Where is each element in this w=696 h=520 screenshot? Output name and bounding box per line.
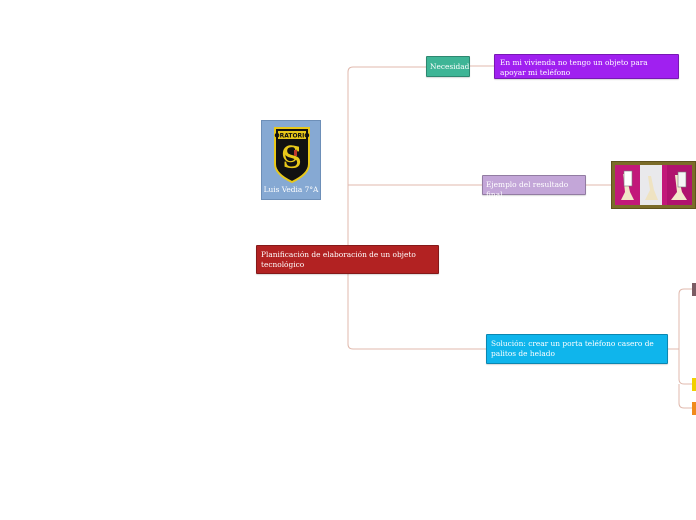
branch-need-detail[interactable]: En mi vivienda no tengo un objeto para a… xyxy=(494,54,679,79)
branch-solution[interactable]: Solución: crear un porta teléfono casero… xyxy=(486,334,668,364)
sub-node-3[interactable] xyxy=(692,402,696,415)
logo-text: ORATORIO xyxy=(274,133,309,140)
phone-stand-photo[interactable] xyxy=(611,161,696,209)
sub-node-1[interactable] xyxy=(692,283,696,296)
connector-trunk xyxy=(347,66,426,245)
central-topic[interactable]: Planificación de elaboración de un objet… xyxy=(256,245,439,274)
author-node[interactable]: ORATORIO S C Luis Vedia 7°A xyxy=(261,120,321,200)
svg-text:S: S xyxy=(282,141,303,176)
svg-text:C: C xyxy=(282,143,299,168)
sub-node-2[interactable] xyxy=(692,378,696,391)
connector-solution xyxy=(347,274,486,350)
branch-example[interactable]: Ejemplo del resultado final xyxy=(482,175,586,199)
author-caption: Luis Vedia 7°A xyxy=(263,185,319,194)
oratorio-logo-icon: ORATORIO S C xyxy=(274,127,310,184)
phone-stand-photo-image xyxy=(615,165,692,205)
branch-need[interactable]: Necesidad xyxy=(426,56,470,77)
connector-solution-sub xyxy=(668,288,692,409)
